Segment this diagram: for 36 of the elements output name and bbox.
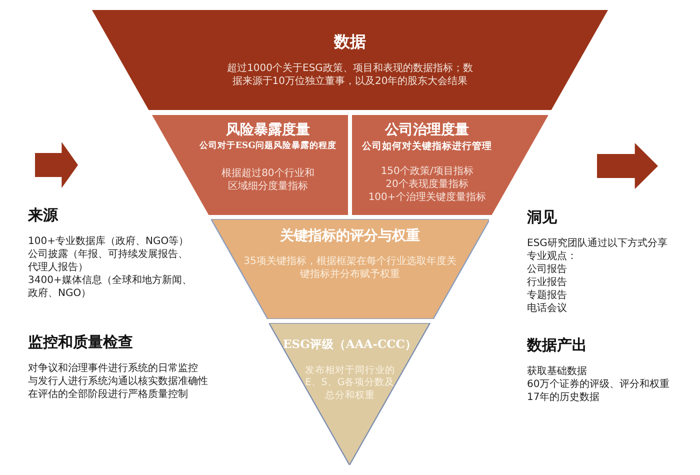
section-heading: 洞见 (527, 207, 558, 227)
band-text: 100+个治理关键度量指标 (367, 191, 487, 204)
section-text: 60万个证券的评级、评分和权重 (527, 378, 671, 391)
band-text: 超过1000个关于ESG政策、项目和表现的数据指标；数据来源于10万位独立董事，以及20年的股东大会结果 (226, 62, 474, 88)
section-text: 行业报告 (527, 276, 568, 289)
band-text: 根据超过80个行业和区域细分度量指标 (220, 167, 316, 193)
band-subtitle: 公司如何对关键指标进行管理 (360, 141, 494, 154)
section-text: 获取基础数据 (527, 365, 588, 378)
band-title: 数据 (332, 32, 367, 53)
section-text: 100+专业数据库（政府、NGO等） (28, 235, 190, 248)
section-text: 对争议和治理事件进行系统的日常监控 (28, 362, 199, 375)
section-text: 在评估的全部阶段进行严格质量控制 (28, 388, 189, 401)
section-heading: 监控和质量检查 (28, 332, 134, 352)
section-text: 17年的历史数据 (527, 391, 601, 404)
band-title: 关键指标的评分与权重 (278, 227, 421, 246)
section-heading: 来源 (28, 205, 60, 225)
section-text: ESG研究团队通过以下方式分享专业观点： (527, 237, 668, 263)
section-heading: 数据产出 (527, 335, 588, 355)
section-text: 公司报告 (527, 263, 568, 276)
band-text: 150个政策/项目指标 (380, 165, 474, 178)
band-text: 35项关键指标，根据框架在每个行业选取年度关键指标并分布赋予权重 (242, 255, 458, 281)
funnel-band (152, 115, 348, 215)
band-subtitle: 公司对于ESG问题风险暴露的程度 (198, 141, 338, 152)
funnel-band (92, 10, 608, 110)
band-text: 20个表现度量指标 (384, 178, 470, 191)
band-title: ESG评级（AAA-CCC） (282, 337, 418, 352)
section-text: 与发行人进行系统沟通以核实数据准确性 (28, 375, 208, 388)
funnel-band (210, 219, 490, 319)
funnel-triangle (269, 323, 430, 465)
section-text: 专题报告 (527, 289, 568, 302)
section-text: 电话会议 (527, 302, 568, 315)
band-text: 发布相对于同行业的E、S、G各项分数及总分和权重 (304, 365, 396, 402)
band-title: 风险暴露度量 (224, 121, 311, 140)
section-text: 公司披露（年报、可持续发展报告、代理人报告） (28, 248, 189, 274)
section-text: 3400+媒体信息（全球和地方新闻、政府、NGO） (28, 274, 193, 300)
band-title: 公司治理度量 (384, 121, 470, 140)
